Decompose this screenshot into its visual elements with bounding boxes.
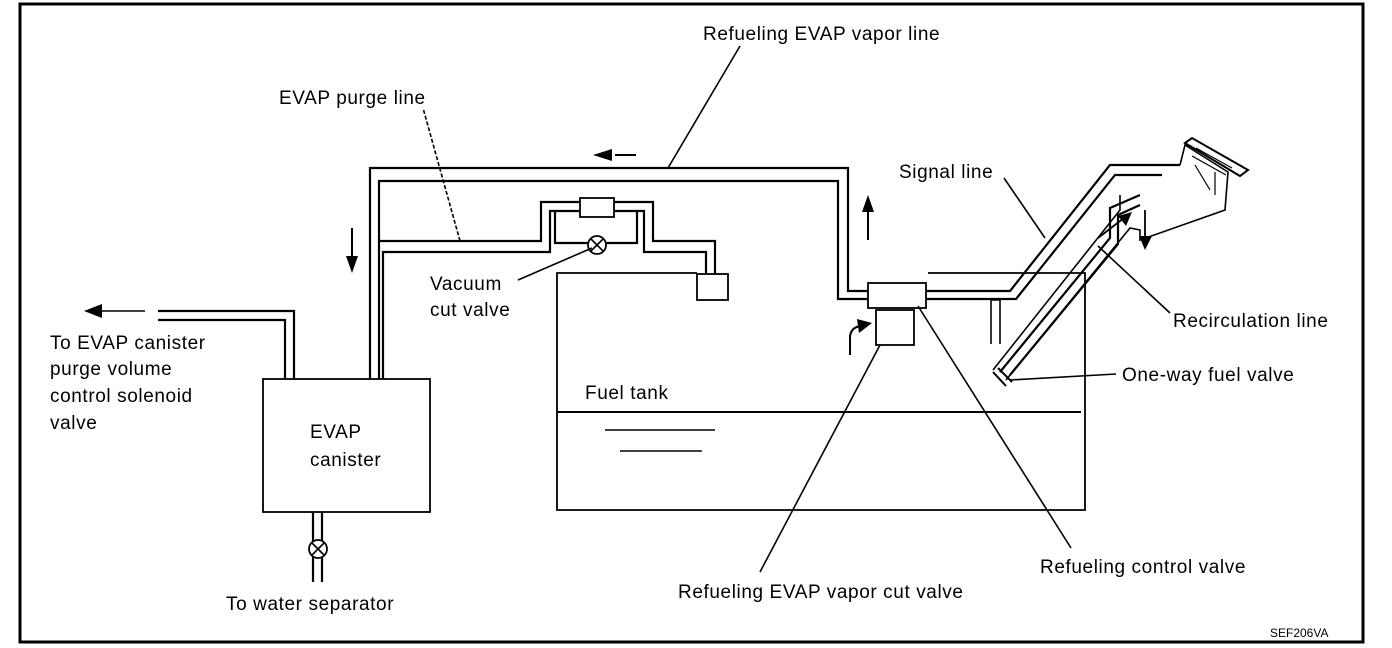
leader-purge-line xyxy=(422,107,461,242)
evap-purge-line xyxy=(379,200,717,379)
vapor-cut-valve-flow-arrow-head xyxy=(857,319,872,333)
label-vacuum-2: cut valve xyxy=(430,300,510,321)
recirculation-line xyxy=(999,193,1141,376)
flow-arrow-purge-head xyxy=(593,149,612,161)
check-valve-box xyxy=(579,197,615,218)
tank-fitting xyxy=(696,273,729,301)
leader-refueling-vapor-line xyxy=(667,45,741,169)
vacuum-cut-valve-bypass xyxy=(553,211,639,245)
recirculation-arrow-up-shaft xyxy=(1097,217,1125,239)
leader-vacuum-cut-valve xyxy=(517,247,593,281)
label-signal-line: Signal line xyxy=(899,162,993,183)
fuel-tank xyxy=(556,272,1086,511)
label-recirculation-line: Recirculation line xyxy=(1173,311,1328,332)
recirculation-arrow-up xyxy=(1118,212,1132,226)
label-to-evap-canister-2: purge volume xyxy=(50,359,172,380)
label-refueling-evap-vapor-line: Refueling EVAP vapor line xyxy=(703,24,940,45)
refueling-control-valve xyxy=(867,282,927,309)
refueling-evap-vapor-line xyxy=(368,166,868,379)
label-figure-code: SEF206VA xyxy=(1270,626,1328,640)
evap-canister-label-1: EVAP xyxy=(310,422,362,443)
flow-arrow-down-head xyxy=(346,256,358,273)
label-to-evap-canister-1: To EVAP canister xyxy=(50,333,206,354)
label-fuel-tank: Fuel tank xyxy=(585,383,669,404)
purge-solenoid-line xyxy=(158,309,296,379)
leader-one-way-fuel-valve xyxy=(1009,373,1117,381)
refueling-evap-vapor-cut-valve xyxy=(875,309,915,346)
one-way-fuel-valve xyxy=(992,367,1013,387)
fuel-flow-arrow-down xyxy=(1139,236,1152,250)
water-separator-valve-cross xyxy=(311,542,325,556)
label-to-evap-canister-3: control solenoid xyxy=(50,386,193,407)
filler-neck xyxy=(990,143,1229,381)
evap-canister-label-2: canister xyxy=(310,450,381,471)
diagram-frame xyxy=(18,2,1365,644)
vapor-cut-valve-flow-arrow xyxy=(849,325,861,355)
signal-line xyxy=(926,163,1180,301)
flow-arrow-up-head xyxy=(862,195,874,212)
leader-vapor-cut-valve xyxy=(759,344,881,573)
label-one-way-fuel-valve: One-way fuel valve xyxy=(1122,365,1294,386)
label-refueling-evap-vapor-cut-valve: Refueling EVAP vapor cut valve xyxy=(678,582,964,603)
label-to-water-separator: To water separator xyxy=(226,594,394,615)
leader-signal-line xyxy=(1003,177,1046,239)
filler-cap-hatch xyxy=(1191,147,1233,195)
leader-refueling-control-valve xyxy=(917,305,1072,549)
filler-cap xyxy=(1183,136,1250,178)
label-to-evap-canister-4: valve xyxy=(50,413,97,434)
evap-canister xyxy=(262,378,431,513)
flow-arrow-left-head xyxy=(84,304,102,318)
vacuum-cut-valve-cross xyxy=(590,238,604,252)
label-evap-purge-line: EVAP purge line xyxy=(279,88,426,109)
label-vacuum-1: Vacuum xyxy=(430,274,502,295)
leader-recirculation-line xyxy=(1097,245,1171,314)
label-refueling-control-valve: Refueling control valve xyxy=(1040,557,1246,578)
